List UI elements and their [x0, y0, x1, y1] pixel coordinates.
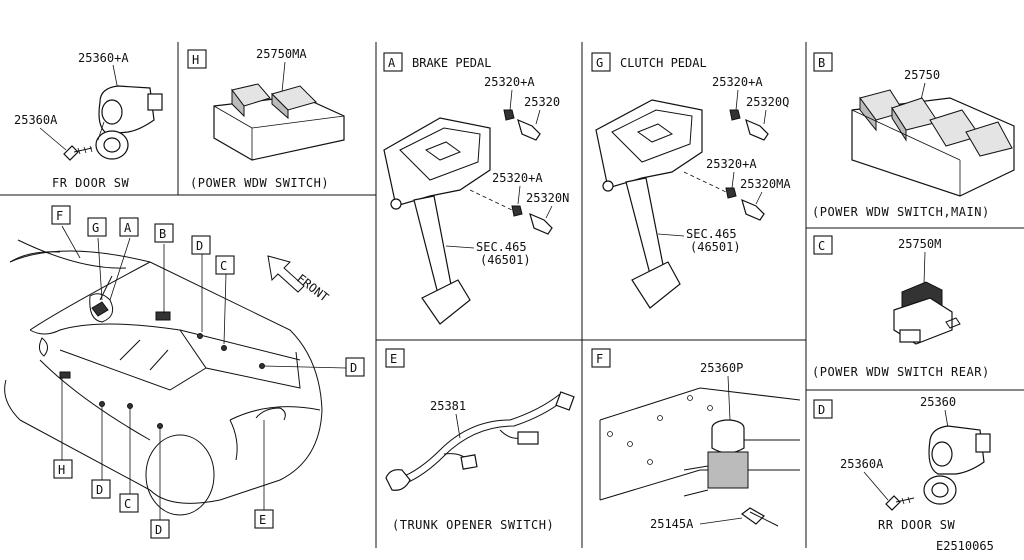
- small-parts: [59, 311, 286, 429]
- part-number-25750ma: 25750MA: [256, 47, 307, 61]
- clip-part: [729, 109, 741, 121]
- callout-c: C: [124, 497, 131, 511]
- part-number-25320ma: 25320MA: [740, 177, 791, 191]
- part-number-25750: 25750: [904, 68, 940, 82]
- panel-letter: H: [192, 53, 199, 67]
- clip-part: [725, 187, 737, 199]
- callout-g: G: [92, 221, 99, 235]
- panel-caption: FR DOOR SW: [52, 176, 130, 190]
- part-number-25320-a-2: 25320+A: [492, 171, 543, 185]
- switch-part: [529, 212, 553, 235]
- panel-caption: (POWER WDW SWITCH): [190, 176, 329, 190]
- callout-d: D: [155, 523, 162, 537]
- callout-lines: [61, 225, 347, 520]
- bolt-part: [740, 507, 779, 527]
- panel-a-brake-pedal: A BRAKE PEDAL 25320+A 25320 25320+A 2532…: [383, 52, 569, 325]
- panel-caption: (POWER WDW SWITCH REAR): [812, 365, 990, 379]
- trunk-opener-harness: [385, 391, 575, 491]
- stop-lamp-switch: [517, 118, 541, 141]
- part-number-25750m: 25750M: [898, 237, 941, 251]
- clip-part: [503, 109, 515, 121]
- sec-reference: (46501): [690, 240, 741, 254]
- clip-part: [511, 205, 523, 217]
- callout-d: D: [196, 239, 203, 253]
- callout-b: B: [159, 227, 166, 241]
- panel-title: CLUTCH PEDAL: [620, 56, 707, 70]
- panel-f: F 25360P 25145A: [591, 348, 801, 531]
- screw-part: [885, 495, 915, 511]
- panel-letter: F: [596, 352, 603, 366]
- clutch-pedal-assembly: [595, 99, 703, 309]
- panel-dividers: [0, 42, 1024, 548]
- part-number-25320: 25320: [524, 95, 560, 109]
- front-label: FRONT: [294, 271, 331, 304]
- callout-e: E: [259, 513, 266, 527]
- panel-fr-door-switch: 25360+A 25360A FR DOOR SW: [14, 51, 163, 190]
- power-window-switch-part: [213, 83, 345, 161]
- panel-e: E 25381 (TRUNK OPENER SWITCH): [385, 348, 575, 532]
- panel-title: BRAKE PEDAL: [412, 56, 491, 70]
- diagram-code: E2510065: [936, 539, 994, 553]
- vehicle-overview: FRONT F G A B D C D H D C D E: [4, 205, 365, 539]
- body-panel: [599, 387, 801, 501]
- part-number-25360a: 25360A: [14, 113, 58, 127]
- part-number-25360a: 25360A: [840, 457, 884, 471]
- rear-door-switch-part: [923, 425, 991, 505]
- callout-d: D: [350, 361, 357, 375]
- screw-part: [63, 145, 93, 161]
- callout-a: A: [124, 221, 132, 235]
- panel-letter: D: [818, 403, 825, 417]
- part-number-25381: 25381: [430, 399, 466, 413]
- part-number-25145a: 25145A: [650, 517, 694, 531]
- part-number-25320-a: 25320+A: [712, 75, 763, 89]
- callout-c: C: [220, 259, 227, 273]
- panel-caption: RR DOOR SW: [878, 518, 956, 532]
- panel-b: B 25750 (POWER WDW SWITCH,MAIN): [812, 52, 1015, 219]
- callout-f: F: [56, 209, 63, 223]
- panel-g-clutch-pedal: G CLUTCH PEDAL 25320+A 25320Q 25320+A 25…: [591, 52, 791, 309]
- panel-letter: G: [596, 56, 603, 70]
- switch-part: [741, 198, 765, 221]
- door-switch-part: [95, 85, 163, 160]
- brake-pedal-assembly: [383, 117, 491, 325]
- part-number-25360-a: 25360+A: [78, 51, 129, 65]
- sec-reference: (46501): [480, 253, 531, 267]
- front-arrow: FRONT: [267, 255, 331, 305]
- part-number-25360p: 25360P: [700, 361, 743, 375]
- panel-letter: E: [390, 352, 397, 366]
- main-power-window-switch-part: [851, 89, 1015, 197]
- sec-number: SEC.465: [686, 227, 737, 241]
- part-number-25320q: 25320Q: [746, 95, 789, 109]
- panel-letter: B: [818, 56, 825, 70]
- panel-h: H 25750MA (POWER WDW SWITCH): [187, 47, 345, 190]
- callout-h: H: [58, 463, 65, 477]
- panel-c: C 25750M (POWER WDW SWITCH REAR): [812, 235, 990, 379]
- hood-switch-part: [683, 419, 749, 497]
- vehicle-body-outline: [4, 239, 323, 516]
- part-number-25320-a-2: 25320+A: [706, 157, 757, 171]
- panel-letter: C: [818, 239, 825, 253]
- panel-caption: (POWER WDW SWITCH,MAIN): [812, 205, 990, 219]
- part-number-25320-a: 25320+A: [484, 75, 535, 89]
- callout-d: D: [96, 483, 103, 497]
- sec-number: SEC.465: [476, 240, 527, 254]
- switch-part: [745, 118, 769, 141]
- panel-d: D 25360 25360A RR DOOR SW: [813, 395, 991, 532]
- rear-power-window-switch-part: [893, 281, 961, 345]
- part-number-25320n: 25320N: [526, 191, 569, 205]
- part-number-25360: 25360: [920, 395, 956, 409]
- panel-caption: (TRUNK OPENER SWITCH): [392, 518, 554, 532]
- callout-boxes: F G A B D C D H D C D E: [51, 205, 365, 539]
- panel-letter: A: [388, 56, 396, 70]
